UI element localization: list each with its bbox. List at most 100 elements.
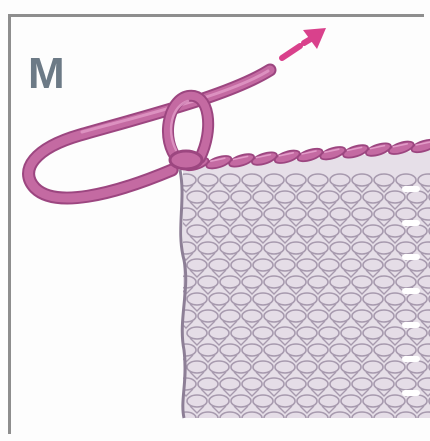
stitch-bump — [407, 361, 427, 373]
stitch-bump — [385, 361, 405, 373]
stitch-bump — [330, 174, 350, 186]
stitch-bump — [220, 174, 240, 186]
stitch-bump — [385, 259, 405, 271]
stitch-bump — [275, 361, 295, 373]
stitch-bump — [242, 310, 262, 322]
stitch-bump — [418, 208, 430, 220]
stitch-bump — [341, 259, 361, 271]
stitch-bump — [385, 293, 405, 305]
stitch-bump — [418, 310, 430, 322]
stitch-bump — [220, 310, 240, 322]
fabric-gap — [402, 254, 420, 260]
stitch-bump — [264, 276, 284, 288]
stitch-bump — [198, 412, 218, 424]
stitch-bump — [352, 242, 372, 254]
stitch-bump — [275, 293, 295, 305]
stitch-bump — [231, 293, 251, 305]
stitch-bump — [363, 361, 383, 373]
stitch-bump — [198, 242, 218, 254]
stitch-bump — [407, 293, 427, 305]
stitch-bump — [418, 276, 430, 288]
stitch-bump — [253, 293, 273, 305]
stitch-bump — [396, 174, 416, 186]
stitch-leg — [223, 423, 237, 430]
stitch-leg — [311, 423, 325, 430]
stitch-bump — [308, 378, 328, 390]
arrow-up-right-icon — [282, 28, 326, 58]
stitch-bump — [396, 344, 416, 356]
stitch-bump — [275, 395, 295, 407]
stitch-bump — [253, 191, 273, 203]
stitch-bump — [187, 395, 207, 407]
stitch-bump — [198, 378, 218, 390]
stitch-bump — [231, 327, 251, 339]
stitch-bump — [253, 225, 273, 237]
stitch-bump — [341, 361, 361, 373]
stitch-bump — [407, 191, 427, 203]
fabric-gap — [402, 288, 420, 294]
stitch-bump — [352, 174, 372, 186]
stitch-leg — [289, 423, 303, 430]
stitch-bump — [242, 174, 262, 186]
stitch-bump — [385, 225, 405, 237]
stitch-bump — [198, 310, 218, 322]
stitch-bump — [363, 327, 383, 339]
stitch-bump — [418, 344, 430, 356]
stitch-bump — [407, 259, 427, 271]
stitch-bump — [275, 225, 295, 237]
stitch-bump — [187, 225, 207, 237]
stitch-bump — [297, 259, 317, 271]
stitch-bump — [198, 174, 218, 186]
stitch-bump — [198, 344, 218, 356]
stitch-bump — [242, 344, 262, 356]
stitch-bump — [275, 259, 295, 271]
fabric-gap — [402, 220, 420, 226]
stitch-bump — [220, 276, 240, 288]
stitch-bump — [418, 174, 430, 186]
stitch-bump — [374, 242, 394, 254]
stitch-bump — [407, 395, 427, 407]
stitch-bump — [352, 276, 372, 288]
stitch-bump — [264, 310, 284, 322]
stitch-bump — [187, 361, 207, 373]
stitch-bump — [363, 395, 383, 407]
stitch-bump — [308, 276, 328, 288]
stitch-bump — [396, 412, 416, 424]
stitch-bump — [341, 191, 361, 203]
stitch-bump — [297, 361, 317, 373]
stitch-bump — [341, 327, 361, 339]
stitch-bump — [220, 344, 240, 356]
fabric-gap — [402, 390, 420, 396]
stitch-bump — [275, 327, 295, 339]
stitch-bump — [330, 412, 350, 424]
stitch-bump — [286, 412, 306, 424]
stitch-bump — [176, 310, 196, 322]
stitch-bump — [264, 344, 284, 356]
stitch-leg — [399, 423, 413, 430]
stitch-bump — [319, 293, 339, 305]
stitch-bump — [352, 378, 372, 390]
stitch-bump — [187, 191, 207, 203]
stitch-bump — [330, 310, 350, 322]
stitch-bump — [286, 174, 306, 186]
stitch-bump — [176, 242, 196, 254]
stitch-bump — [297, 293, 317, 305]
stitch-bump — [330, 378, 350, 390]
stitch-bump — [319, 395, 339, 407]
stitch-bump — [264, 412, 284, 424]
stitch-bump — [308, 174, 328, 186]
stitch-bump — [319, 259, 339, 271]
stitch-bump — [286, 276, 306, 288]
stitch-bump — [374, 344, 394, 356]
stitch-leg — [333, 423, 347, 430]
stitch-bump — [220, 242, 240, 254]
stitch-bump — [242, 242, 262, 254]
stitch-bump — [363, 259, 383, 271]
stitch-bump — [209, 395, 229, 407]
fabric-gap — [402, 322, 420, 328]
stitch-bump — [264, 208, 284, 220]
stitch-leg — [377, 423, 391, 430]
stitch-bump — [396, 242, 416, 254]
stitch-bump — [330, 344, 350, 356]
